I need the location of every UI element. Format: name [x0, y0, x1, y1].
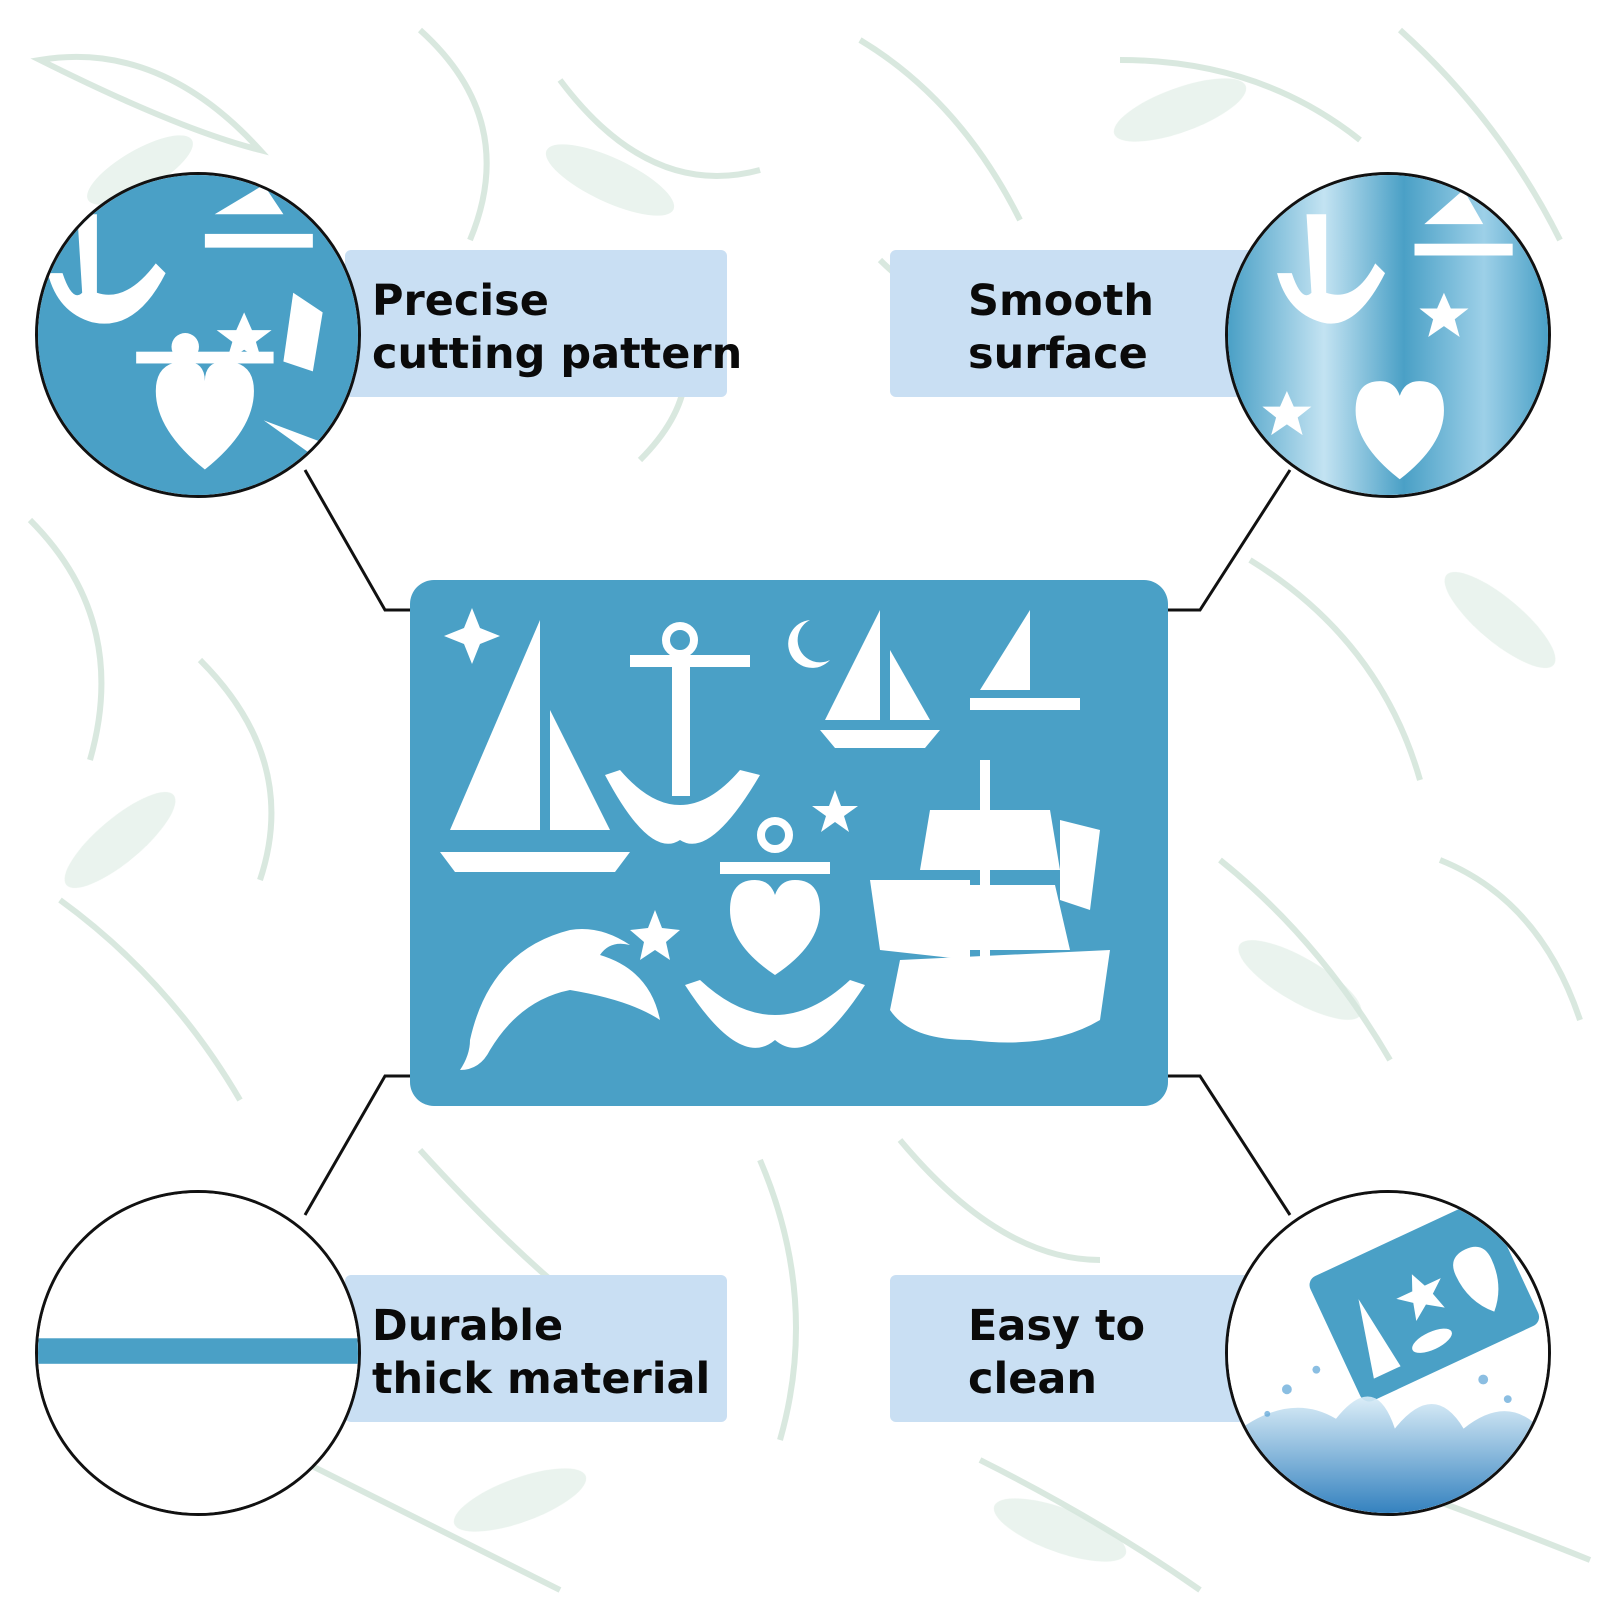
feature-smooth-line1: Smooth [968, 276, 1155, 326]
feature-smooth-line2: surface [968, 329, 1148, 379]
glossy-stencil-icon [1228, 175, 1548, 495]
sailboat-icon [970, 610, 1080, 710]
smooth-surface-circle [1225, 172, 1551, 498]
precise-cutting-circle [35, 172, 361, 498]
sailboat-icon [440, 620, 630, 872]
feature-precise-line1: Precise [372, 276, 549, 326]
feature-easy-line1: Easy to [968, 1301, 1146, 1351]
durable-thickness-circle [35, 1190, 361, 1516]
star-icon [444, 608, 500, 664]
anchor-heart-icon [685, 817, 865, 1048]
thickness-cross-section-icon [38, 1193, 358, 1513]
water-splash-icon [1228, 1193, 1548, 1513]
anchor-icon [605, 622, 760, 844]
pirate-ship-icon [870, 760, 1110, 1043]
dolphin-icon [460, 929, 660, 1070]
feature-durable-line1: Durable [372, 1301, 564, 1351]
label-box-bottom-left [345, 1275, 727, 1422]
easy-clean-circle [1225, 1190, 1551, 1516]
label-box-top-right [890, 250, 1262, 397]
feature-precise-line2: cutting pattern [372, 329, 743, 379]
stencil-closeup-icon [38, 175, 358, 495]
sailboat-icon [820, 610, 940, 748]
star-icon [812, 790, 858, 832]
feature-easy-line2: clean [968, 1354, 1098, 1404]
label-box-bottom-right [890, 1275, 1262, 1422]
label-box-top-left [345, 250, 727, 397]
moon-icon [788, 620, 830, 668]
stencil-template [410, 580, 1168, 1106]
feature-durable-line2: thick material [372, 1354, 711, 1404]
star-icon [630, 910, 680, 960]
